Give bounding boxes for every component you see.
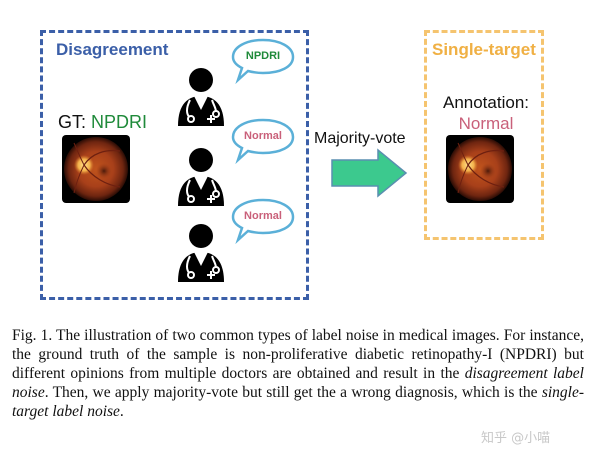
right-arrow-icon bbox=[330, 148, 408, 198]
doctor-icon bbox=[176, 66, 226, 128]
ground-truth-label: GT: NPDRI bbox=[58, 112, 147, 133]
caption-italic1: disagreement label noise bbox=[12, 365, 584, 401]
fundus-image-left bbox=[62, 135, 130, 203]
figure-caption: Fig. 1. The illustration of two common t… bbox=[12, 326, 584, 421]
caption-part1: Fig. 1. The illustration of two common t… bbox=[12, 327, 584, 382]
caption-part2: . Then, we apply majority-vote but still… bbox=[44, 384, 542, 401]
caption-part3: . bbox=[119, 403, 124, 420]
disagreement-title: Disagreement bbox=[56, 40, 169, 59]
opinion-normal: Normal bbox=[244, 130, 282, 142]
opinion-npdri: NPDRI bbox=[245, 50, 281, 62]
fundus-image-right bbox=[446, 135, 514, 203]
majority-vote-label: Majority-vote bbox=[314, 130, 406, 147]
watermark: 知乎 @小喵 bbox=[481, 431, 551, 446]
caption-italic2: single-target label noise bbox=[12, 384, 584, 420]
annotation-prefix: Annotation: bbox=[442, 93, 529, 112]
speech-bubble-icon: NPDRI bbox=[230, 38, 296, 85]
opinion-normal: Normal bbox=[244, 210, 282, 222]
speech-bubble-icon: Normal bbox=[230, 118, 296, 165]
doctor-icon bbox=[176, 222, 226, 284]
annotation-label: Annotation: Normal bbox=[428, 92, 544, 134]
speech-bubble-icon: Normal bbox=[230, 198, 296, 245]
annotation-value: Normal bbox=[458, 114, 514, 133]
single-target-title: Single-target bbox=[432, 40, 536, 59]
disagreement-panel bbox=[40, 30, 309, 300]
single-target-panel bbox=[424, 30, 544, 240]
gt-value: NPDRI bbox=[91, 112, 148, 132]
gt-prefix: GT: bbox=[58, 112, 92, 132]
doctor-icon bbox=[176, 146, 226, 208]
